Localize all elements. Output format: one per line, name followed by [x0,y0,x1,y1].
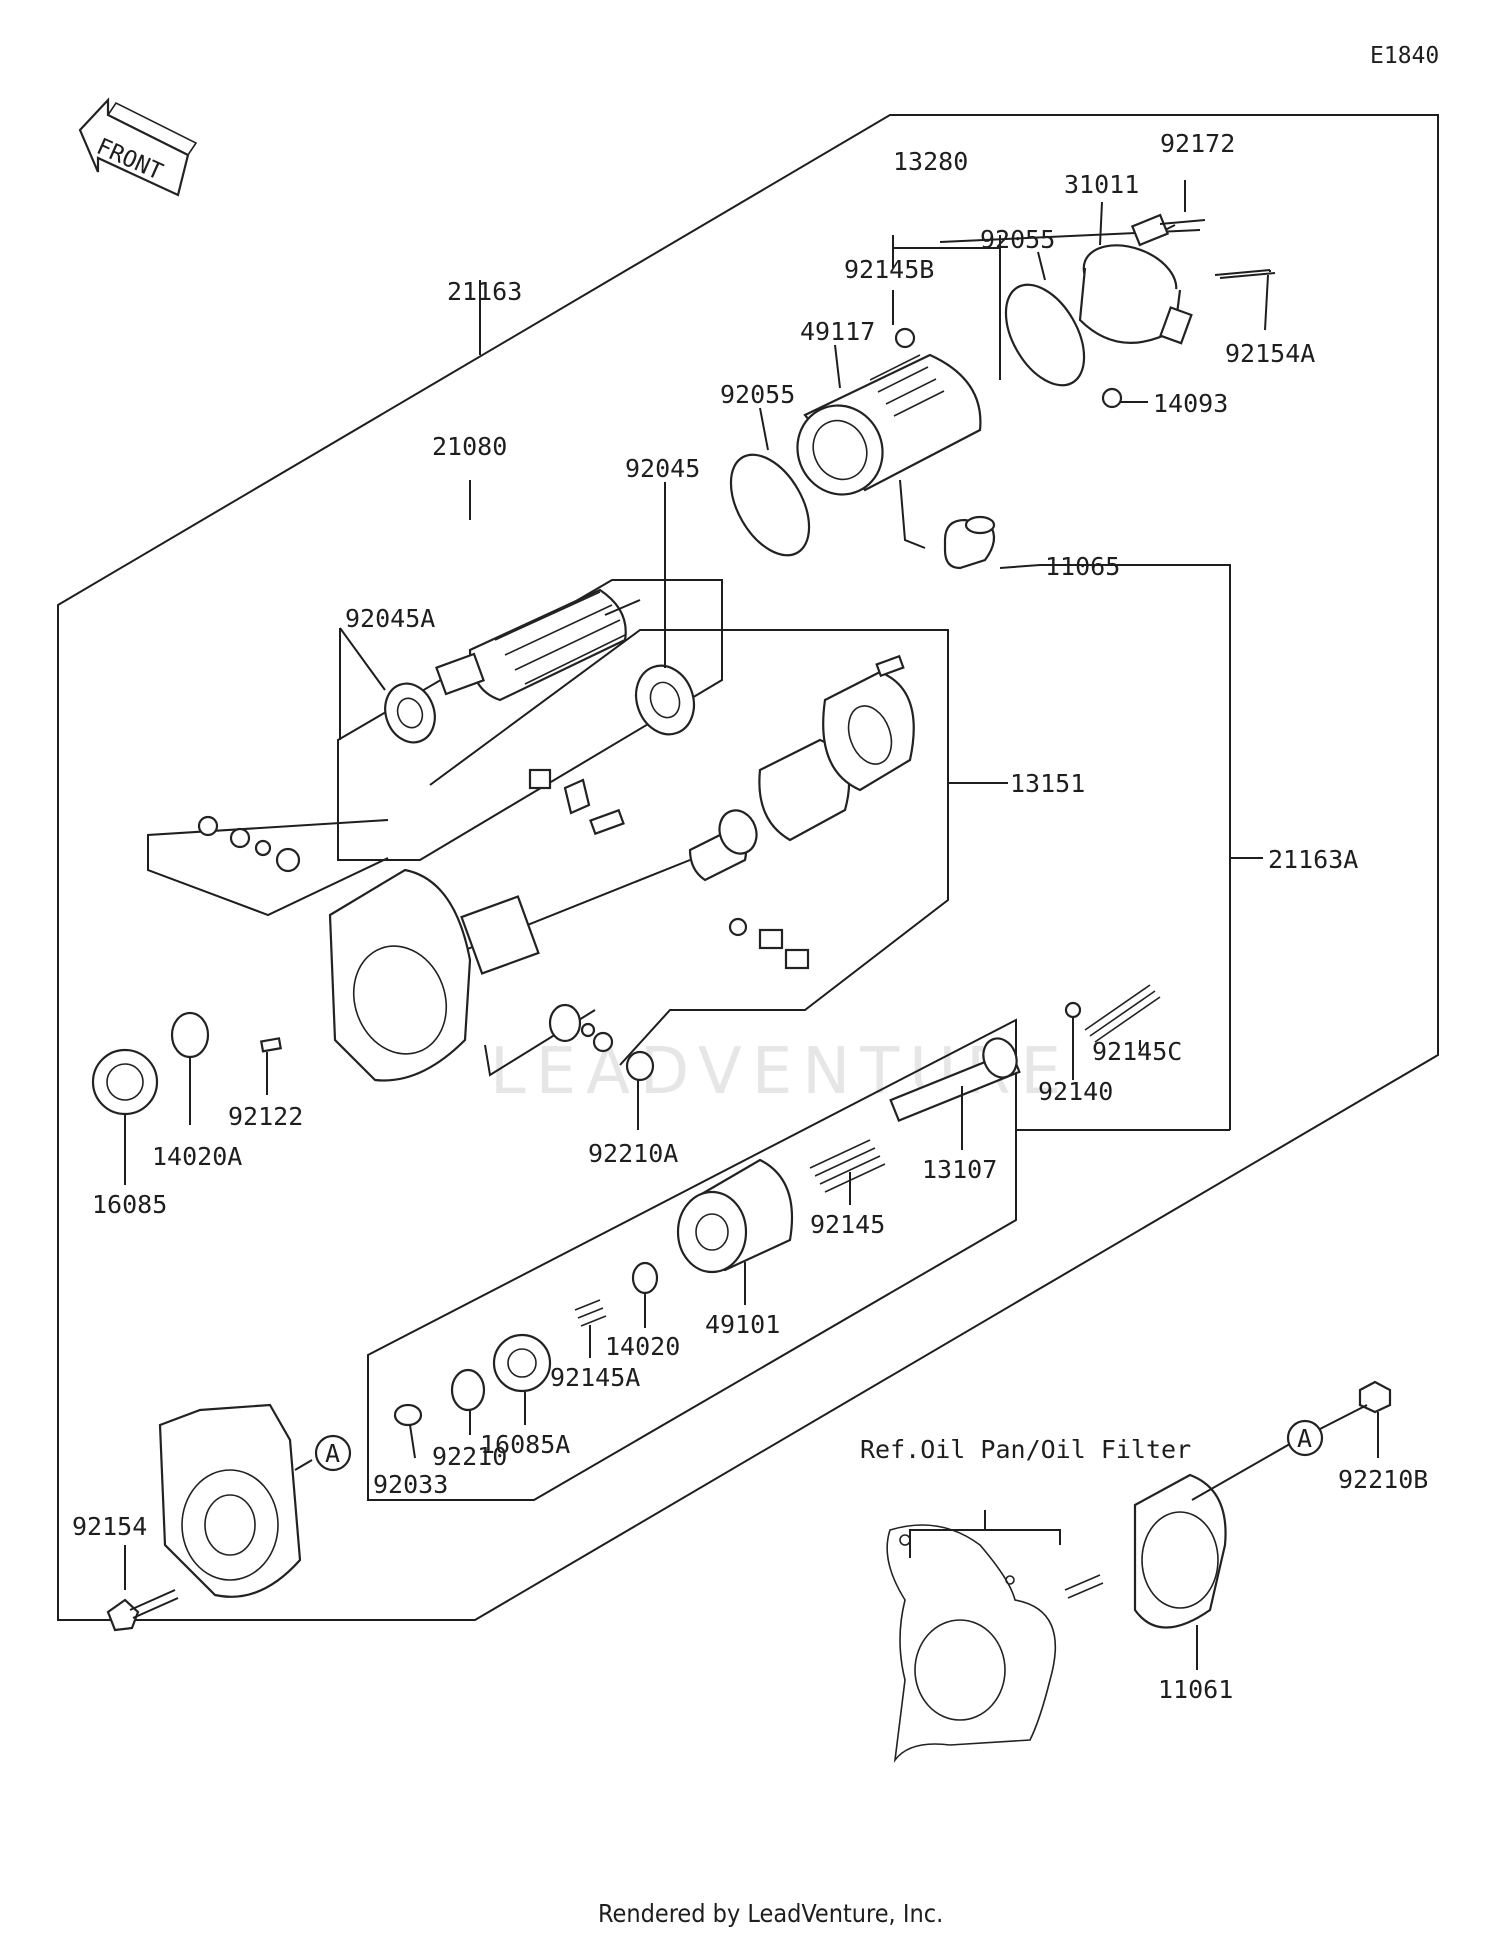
yoke-49117-icon [796,353,982,549]
part-label-16085[interactable]: 16085 [92,1190,167,1219]
snap-ring-92033-icon [393,1403,423,1427]
bolt-92154-icon [106,1589,179,1632]
part-label-92045[interactable]: 92045 [625,454,700,483]
part-label-31011[interactable]: 31011 [1064,170,1139,199]
bearing-92045-icon [634,664,696,736]
part-label-16085A[interactable]: 16085A [480,1430,570,1459]
spring-92145C-icon [1084,984,1161,1043]
svg-text:A: A [1297,1424,1312,1453]
part-label-92033[interactable]: 92033 [373,1470,448,1499]
footer-credit: Rendered by LeadVenture, Inc. [598,1899,943,1928]
leader-lines [124,180,1379,1670]
key-92122-icon [259,1037,282,1053]
stud-icon [1064,1574,1104,1599]
part-label-11061[interactable]: 11061 [1158,1675,1233,1704]
diagram-code: E1840 [1370,43,1439,69]
part-label-21163A[interactable]: 21163A [1268,845,1358,874]
gasket-11061-icon [1133,1473,1227,1629]
part-label-21080[interactable]: 21080 [432,432,507,461]
clip-92145B-icon [894,327,916,349]
spring-92145A-icon [574,1299,607,1327]
part-label-92172[interactable]: 92172 [1160,129,1235,158]
callout-a-right: A [1286,1419,1324,1457]
brush-hardware-icon [528,654,905,970]
clutch-49101-icon [676,1158,794,1274]
part-label-92145A[interactable]: 92145A [550,1363,640,1392]
part-label-92055-rear[interactable]: 92055 [980,225,1055,254]
collar-92210-icon [450,1368,486,1412]
end-cover-washers-icon [197,815,301,873]
part-label-11065[interactable]: 11065 [1045,552,1120,581]
part-label-21163[interactable]: 21163 [447,277,522,306]
part-label-92210[interactable]: 92210 [432,1442,507,1471]
washers-92210A-icon [548,1003,655,1082]
brush-plate-icon [758,670,915,842]
nut-14093-icon [1101,387,1123,409]
gear-16085-icon [91,1048,159,1116]
nut-92210B-icon [1358,1380,1392,1414]
part-label-92210B[interactable]: 92210B [1338,1465,1428,1494]
part-label-92055-front[interactable]: 92055 [720,380,795,409]
armature-21080-icon [435,588,641,702]
part-label-92145[interactable]: 92145 [810,1210,885,1239]
long-bolt-92154A-icon [1214,269,1276,279]
part-label-92140[interactable]: 92140 [1038,1077,1113,1106]
part-label-92210A[interactable]: 92210A [588,1139,678,1168]
part-label-49101[interactable]: 49101 [705,1310,780,1339]
o-ring-92055-rear-icon [1004,283,1086,387]
bush-14020-icon [631,1261,659,1295]
part-label-92045A[interactable]: 92045A [345,604,435,633]
part-label-14020A[interactable]: 14020A [152,1142,242,1171]
front-arrow-icon: FRONT [78,97,198,197]
armature-group-outline [337,579,723,861]
ball-92140-icon [1064,1001,1082,1019]
part-label-49117[interactable]: 49117 [800,317,875,346]
part-label-92122[interactable]: 92122 [228,1102,303,1131]
end-cover-group-outline [147,819,389,917]
shaft-13107-icon [889,1037,1021,1122]
reference-note: Ref.Oil Pan/Oil Filter [860,1435,1191,1464]
part-label-13107[interactable]: 13107 [922,1155,997,1184]
o-ring-92055-front-icon [729,453,811,557]
bearing-92045A-icon [384,682,436,744]
svg-text:A: A [325,1439,340,1468]
front-housing-icon [158,1403,302,1598]
part-label-14093[interactable]: 14093 [1153,389,1228,418]
part-label-14020[interactable]: 14020 [605,1332,680,1361]
part-label-13151[interactable]: 13151 [1010,769,1085,798]
spring-92145-icon [809,1139,886,1193]
bolt-92172-icon [939,213,1206,247]
band-31011-icon [1078,244,1193,345]
gear-16085A-icon [492,1333,552,1393]
brush-group-outline [429,629,949,1066]
assembly-outline-21163 [57,114,1439,1621]
part-label-92145C[interactable]: 92145C [1092,1037,1182,1066]
part-label-13280[interactable]: 13280 [893,147,968,176]
pinion-group-outline [367,1018,1017,1501]
part-label-92154[interactable]: 92154 [72,1512,147,1541]
part-label-92145B[interactable]: 92145B [844,255,934,284]
boot-11065-icon [943,515,996,570]
end-cover-icon [328,868,540,1082]
callout-a-left: A [314,1434,352,1472]
oil-pan-reference-icon [886,1524,1057,1763]
collar-14020A-icon [170,1011,210,1059]
part-label-92154A[interactable]: 92154A [1225,339,1315,368]
